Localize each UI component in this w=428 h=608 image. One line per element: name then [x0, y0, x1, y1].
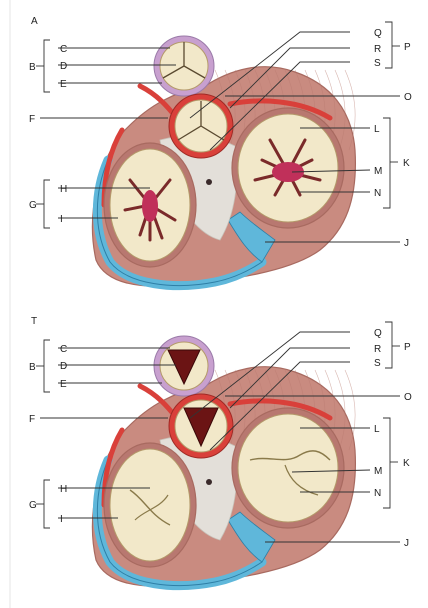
- label-G: G: [29, 500, 37, 511]
- tricuspid-valve: [110, 449, 190, 561]
- papillary-muscle: [142, 190, 158, 222]
- label-J: J: [404, 538, 409, 549]
- label-R: R: [374, 344, 381, 355]
- label-B: B: [29, 362, 36, 373]
- label-Q: Q: [374, 28, 382, 39]
- bracket-K: [383, 418, 390, 508]
- label-M: M: [374, 466, 382, 477]
- panel-A: A B CDE F G H I QRS P O L MN K J: [29, 16, 412, 286]
- bracket-K: [383, 118, 390, 208]
- label-L: L: [374, 124, 380, 135]
- coronary-ostium: [206, 479, 212, 485]
- label-E: E: [60, 79, 67, 90]
- label-D: D: [60, 61, 67, 72]
- panel-letter: T: [31, 316, 37, 327]
- label-K: K: [403, 458, 410, 469]
- label-I: I: [60, 214, 63, 225]
- label-M: M: [374, 166, 382, 177]
- label-O: O: [404, 92, 412, 103]
- coronary-ostium: [206, 179, 212, 185]
- label-H: H: [60, 184, 67, 195]
- label-E: E: [60, 379, 67, 390]
- label-N: N: [374, 188, 381, 199]
- label-C: C: [60, 344, 67, 355]
- bracket-G: [44, 180, 50, 228]
- label-D: D: [60, 361, 67, 372]
- label-F: F: [29, 114, 35, 125]
- bracket-B: [44, 340, 50, 392]
- label-N: N: [374, 488, 381, 499]
- label-I: I: [60, 514, 63, 525]
- label-C: C: [60, 44, 67, 55]
- label-G: G: [29, 200, 37, 211]
- label-P: P: [404, 42, 411, 53]
- label-S: S: [374, 58, 381, 69]
- label-B: B: [29, 62, 36, 73]
- label-S: S: [374, 358, 381, 369]
- mitral-valve: [238, 414, 338, 522]
- label-O: O: [404, 392, 412, 403]
- label-L: L: [374, 424, 380, 435]
- bracket-B: [44, 40, 50, 92]
- bracket-P: [385, 322, 392, 368]
- bracket-P: [385, 22, 392, 68]
- label-H: H: [60, 484, 67, 495]
- label-J: J: [404, 238, 409, 249]
- bracket-G: [44, 480, 50, 528]
- panel-T: T B CDE F G H I QRS P O L MN K J: [29, 316, 412, 586]
- label-R: R: [374, 44, 381, 55]
- label-Q: Q: [374, 328, 382, 339]
- label-P: P: [404, 342, 411, 353]
- panel-letter: A: [31, 16, 38, 27]
- label-K: K: [403, 158, 410, 169]
- label-F: F: [29, 414, 35, 425]
